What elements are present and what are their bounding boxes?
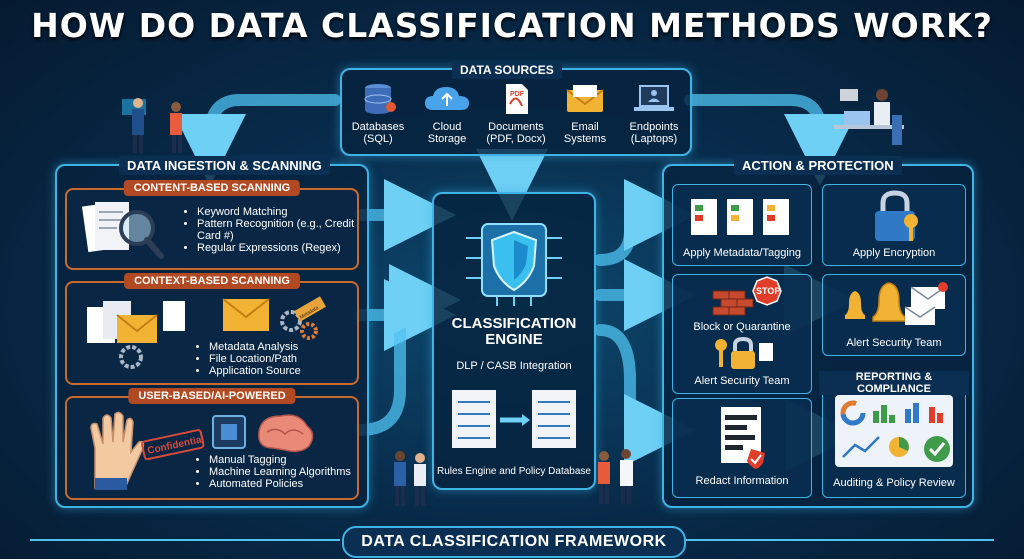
footer-lines [30, 539, 994, 541]
lock-key-icon [875, 190, 918, 241]
user-ai-title: USER-BASED/AI-POWERED [128, 388, 296, 404]
content-bullet: Keyword Matching [197, 206, 362, 218]
engine-subtitle: DLP / CASB Integration [456, 360, 572, 372]
ingestion-panel: DATA INGESTION & SCANNING CONTENT-BASED … [55, 156, 369, 508]
user-ai-box: USER-BASED/AI-POWERED Confidential Manua… [65, 388, 359, 500]
rules-documents-icon [452, 390, 576, 448]
database-icon [364, 84, 396, 114]
action-title: ACTION & PROTECTION [734, 156, 902, 175]
context-scanning-list: Metadata Analysis File Location/Path App… [197, 341, 364, 377]
source-endpoints-label: Endpoints (Laptops) [629, 121, 679, 145]
content-scanning-title: CONTENT-BASED SCANNING [123, 180, 301, 196]
context-scanning-title: CONTEXT-BASED SCANNING [124, 273, 300, 289]
content-scanning-box: CONTENT-BASED SCANNING Keyword Matching … [65, 180, 362, 270]
user-ai-bullet: Manual Tagging [209, 454, 367, 466]
source-cloud: Cloud Storage [415, 82, 479, 145]
block-alert-card: STOP Block or Quarantine Alert Security … [672, 274, 812, 394]
engine-title-line1: CLASSIFICATION [451, 315, 577, 332]
metadata-card: Apply Metadata/Tagging [672, 184, 812, 266]
encryption-label: Apply Encryption [852, 247, 936, 259]
people-left-icon [122, 98, 182, 153]
content-bullet: Pattern Recognition (e.g., Credit Card #… [197, 218, 362, 242]
email-gears-icon: Metadata [87, 296, 326, 369]
context-bullet: Metadata Analysis [209, 341, 364, 353]
encryption-card: Apply Encryption [822, 184, 966, 266]
cloud-icon [425, 87, 469, 110]
dashboard-charts-icon [835, 395, 953, 467]
user-ai-list: Manual Tagging Machine Learning Algorith… [197, 454, 367, 490]
source-cloud-label: Cloud Storage [427, 121, 467, 145]
pdf-badge: PDF [510, 91, 525, 98]
rules-engine-text: Rules Engine [437, 466, 497, 477]
reporting-card: REPORTING & COMPLIANCE Auditing & Policy… [819, 371, 969, 498]
data-sources-items: Databases (SQL) Cloud Storage PDF Docume… [346, 82, 686, 145]
firewall-stop-icon: STOP [712, 276, 782, 316]
source-databases: Databases (SQL) [346, 82, 410, 145]
page-title: HOW DO DATA CLASSIFICATION METHODS WORK? [31, 6, 993, 45]
stop-sign-text: STOP [756, 286, 780, 296]
classification-engine-panel: CLASSIFICATION ENGINE DLP / CASB Integra… [432, 192, 596, 490]
pdf-document-icon: PDF [506, 84, 528, 114]
source-endpoints: Endpoints (Laptops) [622, 82, 686, 145]
magnifier-document-icon [81, 201, 164, 259]
alert-left-label: Alert Security Team [694, 375, 790, 387]
source-documents-label: Documents (PDF, Docx) [486, 121, 546, 145]
context-bullet: Application Source [209, 365, 364, 377]
block-label: Block or Quarantine [693, 321, 791, 333]
ingestion-title: DATA INGESTION & SCANNING [119, 156, 330, 175]
hand-brain-chip-icon: Confidential [90, 411, 314, 490]
data-sources-panel: DATA SOURCES Databases (SQL) Cloud Stora… [340, 61, 692, 156]
email-icon [566, 85, 604, 112]
alarm-bells-icon [845, 282, 948, 325]
data-sources-title: DATA SOURCES [452, 61, 562, 79]
action-panel: ACTION & PROTECTION Apply Metadata/Taggi… [662, 156, 974, 508]
footer-banner: DATA CLASSIFICATION FRAMEWORK [342, 526, 686, 558]
content-bullet: Regular Expressions (Regex) [197, 242, 362, 254]
engine-title: CLASSIFICATION ENGINE [434, 316, 594, 348]
source-email-label: Email Systems [563, 121, 607, 145]
alert-card: Alert Security Team [822, 274, 966, 356]
content-scanning-list: Keyword Matching Pattern Recognition (e.… [185, 206, 362, 254]
metadata-label: Apply Metadata/Tagging [682, 247, 802, 259]
laptop-icon [634, 85, 674, 111]
user-ai-bullet: Machine Learning Algorithms [209, 466, 367, 478]
source-databases-label: Databases (SQL) [351, 121, 405, 145]
source-documents: PDF Documents (PDF, Docx) [484, 82, 548, 145]
key-lock-icon [715, 336, 773, 369]
people-engine-right-icon [598, 449, 633, 504]
context-scanning-box: CONTEXT-BASED SCANNING Metadata Metadata… [65, 273, 359, 385]
rules-engine-label: Rules Engine and Policy Database [436, 466, 592, 478]
tagged-documents-icon [691, 199, 789, 235]
alert-right-label: Alert Security Team [846, 337, 942, 349]
redact-card: Redact Information [672, 398, 812, 498]
user-ai-bullet: Automated Policies [209, 478, 367, 490]
people-engine-left-icon [394, 451, 426, 506]
engine-title-line2: ENGINE [485, 331, 543, 348]
context-bullet: File Location/Path [209, 353, 364, 365]
person-desk-icon [834, 89, 904, 145]
redacted-document-icon [721, 407, 765, 469]
shield-chip-icon [466, 223, 562, 306]
reporting-title: REPORTING & COMPLIANCE [819, 371, 969, 395]
policy-database-text: and Policy Database [499, 466, 591, 477]
source-email: Email Systems [553, 82, 617, 145]
reporting-label: Auditing & Policy Review [833, 477, 955, 489]
redact-label: Redact Information [695, 475, 789, 487]
footer-text: DATA CLASSIFICATION FRAMEWORK [361, 533, 667, 550]
